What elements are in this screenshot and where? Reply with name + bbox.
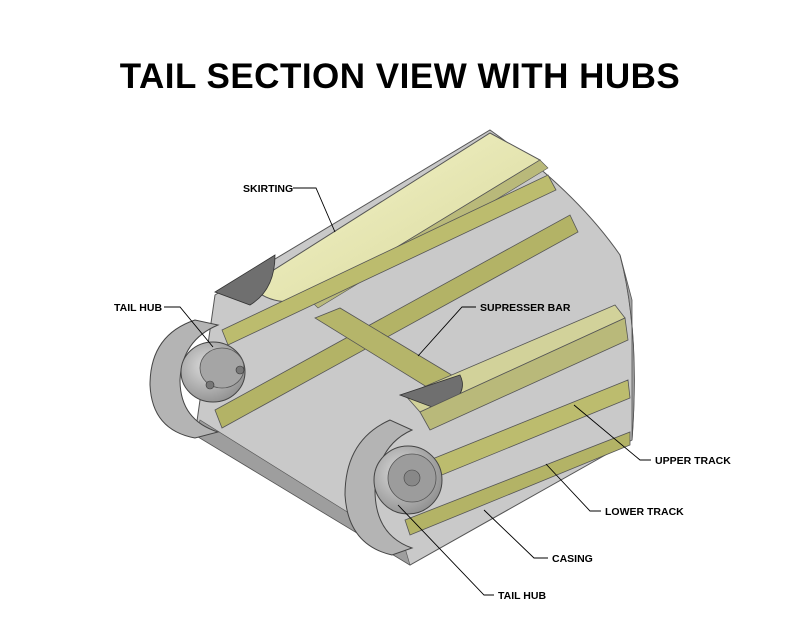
leader-lines [164,187,651,596]
label-upper-track: UPPER TRACK [655,455,731,467]
page-title: TAIL SECTION VIEW WITH HUBS [119,57,681,96]
label-tail-hub-left: TAIL HUB [114,302,162,314]
label-supresser-bar: SUPRESSER BAR [480,302,571,314]
bottom-tail-hub-assembly [344,419,443,556]
label-skirting: SKIRTING [243,183,293,195]
upper-track-left [214,174,579,429]
left-tail-hub-assembly [149,319,246,439]
label-tail-hub-bottom: TAIL HUB [498,590,546,602]
right-track-assembly [398,304,631,536]
label-lower-track: LOWER TRACK [605,506,684,518]
label-casing: CASING [552,553,593,565]
